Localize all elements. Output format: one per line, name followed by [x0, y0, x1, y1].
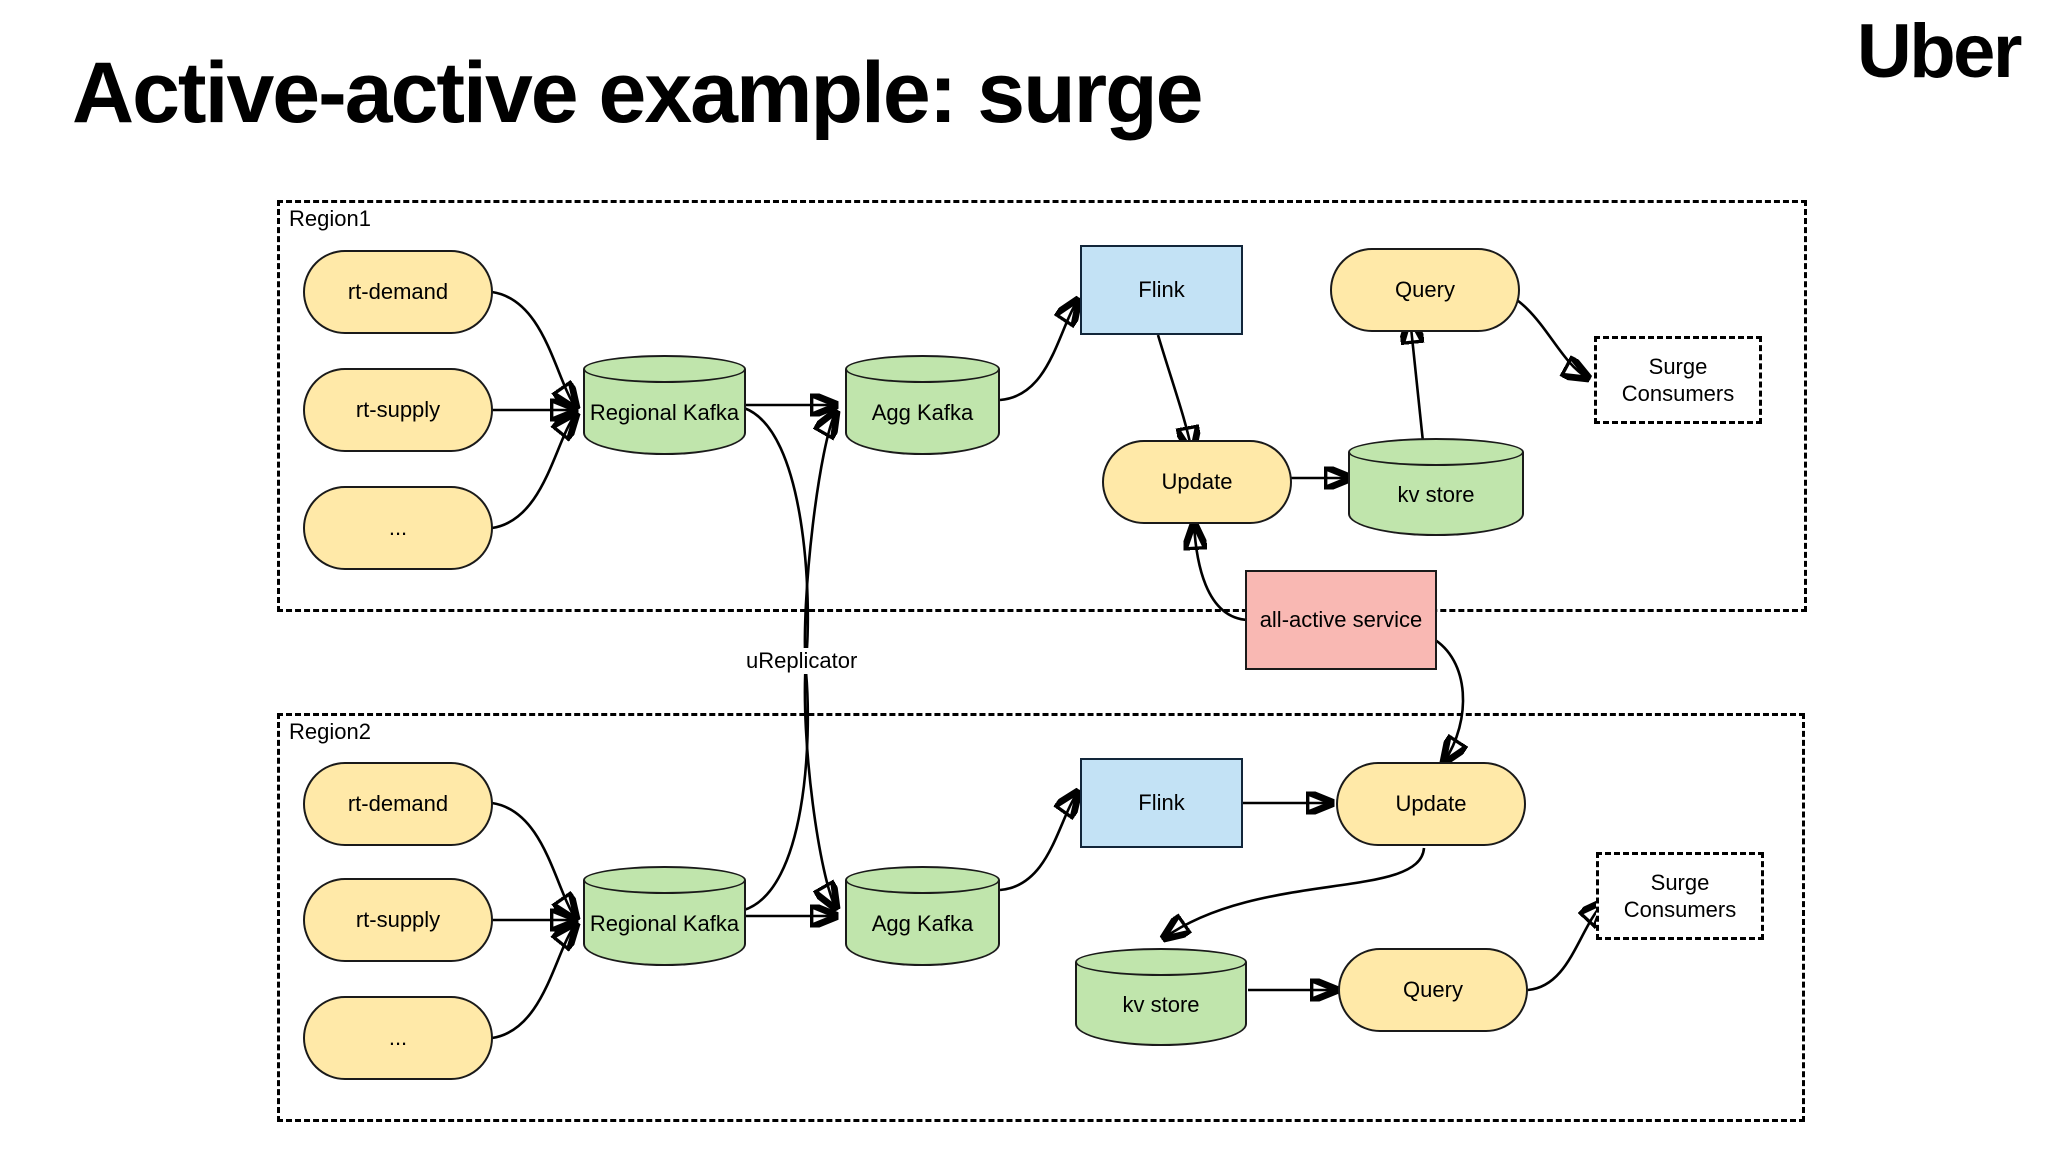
cylinder-top [845, 355, 1000, 383]
region1-query-label: Query [1395, 277, 1455, 303]
region2-rt-demand-label: rt-demand [347, 791, 449, 817]
cylinder-body [845, 369, 1000, 455]
region2-node-update[interactable]: Update [1336, 762, 1526, 846]
region1-node-agg-kafka[interactable]: Agg Kafka [845, 355, 1000, 455]
region1-node-update[interactable]: Update [1102, 440, 1292, 524]
region2-surge-consumers-line1: Surge [1650, 869, 1710, 895]
region2-node-rt-demand[interactable]: rt-demand [303, 762, 493, 846]
region2-regional-kafka-label: Regional Kafka [589, 911, 740, 936]
region1-regional-kafka-label: Regional Kafka [589, 400, 740, 425]
region1-node-surge-consumers[interactable]: Surge Consumers [1594, 336, 1762, 424]
region1-agg-kafka-label: Agg Kafka [871, 400, 974, 425]
region2-flink-label: Flink [1138, 790, 1185, 816]
region1-surge-consumers-line1: Surge [1648, 353, 1708, 379]
region1-node-rt-demand[interactable]: rt-demand [303, 250, 493, 334]
region1-update-label: Update [1161, 469, 1233, 495]
region2-frame [277, 713, 1805, 1122]
region2-ellipsis-label: ... [388, 1025, 408, 1051]
ureplicator-label: uReplicator [743, 648, 861, 674]
cylinder-top [1348, 438, 1524, 466]
region2-kv-store-label: kv store [1122, 992, 1200, 1017]
page-title: Active-active example: surge [72, 45, 1203, 141]
region1-node-kv-store[interactable]: kv store [1348, 438, 1524, 536]
region2-query-label: Query [1403, 977, 1463, 1003]
cylinder-top [583, 866, 746, 894]
region1-flink-label: Flink [1138, 277, 1185, 303]
region1-surge-consumers-line2: Consumers [1621, 381, 1735, 406]
region1-node-rt-supply[interactable]: rt-supply [303, 368, 493, 452]
cylinder-top [583, 355, 746, 383]
cylinder-body [845, 880, 1000, 966]
region1-node-flink[interactable]: Flink [1080, 245, 1243, 335]
region1-ellipsis-label: ... [388, 515, 408, 541]
region2-node-ellipsis[interactable]: ... [303, 996, 493, 1080]
region2-node-surge-consumers[interactable]: Surge Consumers [1596, 852, 1764, 940]
region2-node-kv-store[interactable]: kv store [1075, 948, 1247, 1046]
region2-node-agg-kafka[interactable]: Agg Kafka [845, 866, 1000, 966]
all-active-service-node[interactable]: all-active service [1245, 570, 1437, 670]
region1-label: Region1 [285, 206, 375, 232]
region1-frame [277, 200, 1807, 612]
region1-kv-store-label: kv store [1397, 482, 1475, 507]
region2-node-rt-supply[interactable]: rt-supply [303, 878, 493, 962]
region1-rt-demand-label: rt-demand [347, 279, 449, 305]
uber-logo: Uber [1856, 9, 2023, 94]
region2-surge-consumers-line2: Consumers [1623, 897, 1737, 922]
region1-node-query[interactable]: Query [1330, 248, 1520, 332]
cylinder-top [845, 866, 1000, 894]
cylinder-body [1348, 452, 1524, 536]
region1-node-ellipsis[interactable]: ... [303, 486, 493, 570]
region1-node-regional-kafka[interactable]: Regional Kafka [583, 355, 746, 455]
region2-update-label: Update [1395, 791, 1467, 817]
cylinder-body [583, 880, 746, 966]
cylinder-body [583, 369, 746, 455]
region2-node-regional-kafka[interactable]: Regional Kafka [583, 866, 746, 966]
cylinder-top [1075, 948, 1247, 976]
region2-label: Region2 [285, 719, 375, 745]
cylinder-body [1075, 962, 1247, 1046]
region2-rt-supply-label: rt-supply [355, 907, 441, 933]
region2-agg-kafka-label: Agg Kafka [871, 911, 974, 936]
region2-node-flink[interactable]: Flink [1080, 758, 1243, 848]
region2-node-query[interactable]: Query [1338, 948, 1528, 1032]
region1-rt-supply-label: rt-supply [355, 397, 441, 423]
all-active-service-label: all-active service [1259, 607, 1423, 633]
